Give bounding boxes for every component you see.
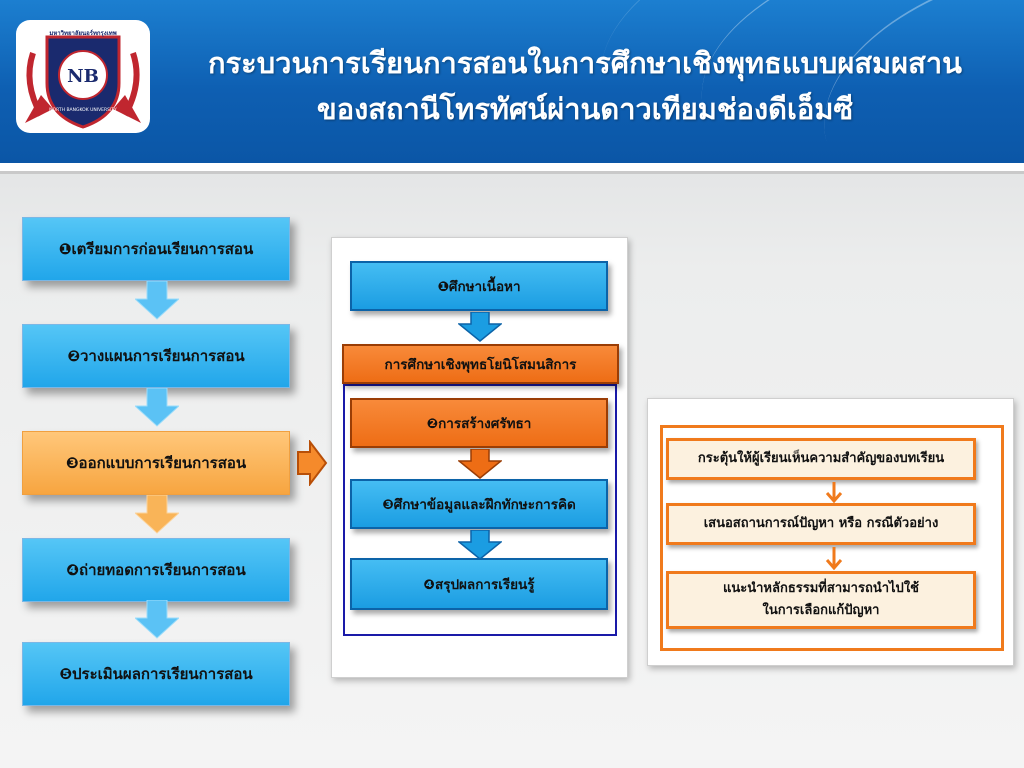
introduce-line-1: แนะนำหลักธรรมที่สามารถนำไปใช้ [723,581,919,596]
faith-steps-frame [660,425,1004,651]
title-line-2: ของสถานีโทรทัศน์ผ่านดาวเทียมช่องดีเอ็มซี [316,92,854,126]
design-detail-panel: ❶ศึกษาเนื้อหา การศึกษาเชิงพุทธโยนิโสมนสิ… [331,237,628,678]
buddhist-study-header: การศึกษาเชิงพุทธโยนิโสมนสิการ [342,344,619,384]
arrow-down-icon [825,547,843,570]
step-5-evaluate: ❺ประเมินผลการเรียนการสอน [22,642,290,706]
step-3-design: ❸ออกแบบการเรียนการสอน [22,431,290,495]
header-banner: NB มหาวิทยาลัยนอร์ทกรุงเทพ NORTH BANGKOK… [0,0,1024,163]
page-title: กระบวนการเรียนการสอนในการศึกษาเชิงพุทธแบ… [160,40,1010,132]
faith-detail-panel: กระตุ้นให้ผู้เรียนเห็นความสำคัญของบทเรีย… [647,398,1014,666]
header-divider-shadow [0,171,1024,174]
introduce-dharma-box: แนะนำหลักธรรมที่สามารถนำไปใช้ ในการเลือก… [666,571,976,629]
arrow-down-icon [135,281,179,320]
logo-arc-text: มหาวิทยาลัยนอร์ทกรุงเทพ [49,29,116,37]
arrow-down-icon [458,312,502,342]
title-line-1: กระบวนการเรียนการสอนในการศึกษาเชิงพุทธแบ… [208,46,962,80]
step-2-plan: ❷วางแผนการเรียนการสอน [22,324,290,388]
arrow-down-icon [825,482,843,503]
study-skills-box: ❸ศึกษาข้อมูลและฝึกทักษะการคิด [350,479,608,529]
arrow-down-icon [458,449,502,479]
summarize-box: ❹สรุปผลการเรียนรู้ [350,558,608,610]
logo-monogram: NB [67,66,99,87]
header-divider [0,163,1024,171]
motivate-box: กระตุ้นให้ผู้เรียนเห็นความสำคัญของบทเรีย… [666,438,976,480]
buddhist-study-group [343,384,617,636]
step-4-deliver: ❹ถ่ายทอดการเรียนการสอน [22,538,290,602]
arrow-down-icon [135,388,179,427]
present-problem-box: เสนอสถานการณ์ปัญหา หรือ กรณีตัวอย่าง [666,503,976,545]
arrow-down-icon [135,495,179,534]
arrow-down-icon [135,600,179,639]
study-content-box: ❶ศึกษาเนื้อหา [350,261,608,311]
build-faith-box: ❷การสร้างศรัทธา [350,398,608,448]
arrow-right-icon [297,440,328,486]
arrow-down-icon [458,530,502,560]
introduce-line-2: ในการเลือกแก้ปัญหา [762,603,880,618]
step-1-prepare: ❶เตรียมการก่อนเรียนการสอน [22,217,290,281]
university-logo: NB มหาวิทยาลัยนอร์ทกรุงเทพ NORTH BANGKOK… [16,20,150,133]
logo-bottom-text: NORTH BANGKOK UNIVERSITY [49,107,117,113]
shield-emblem-icon: NB มหาวิทยาลัยนอร์ทกรุงเทพ NORTH BANGKOK… [25,29,141,129]
